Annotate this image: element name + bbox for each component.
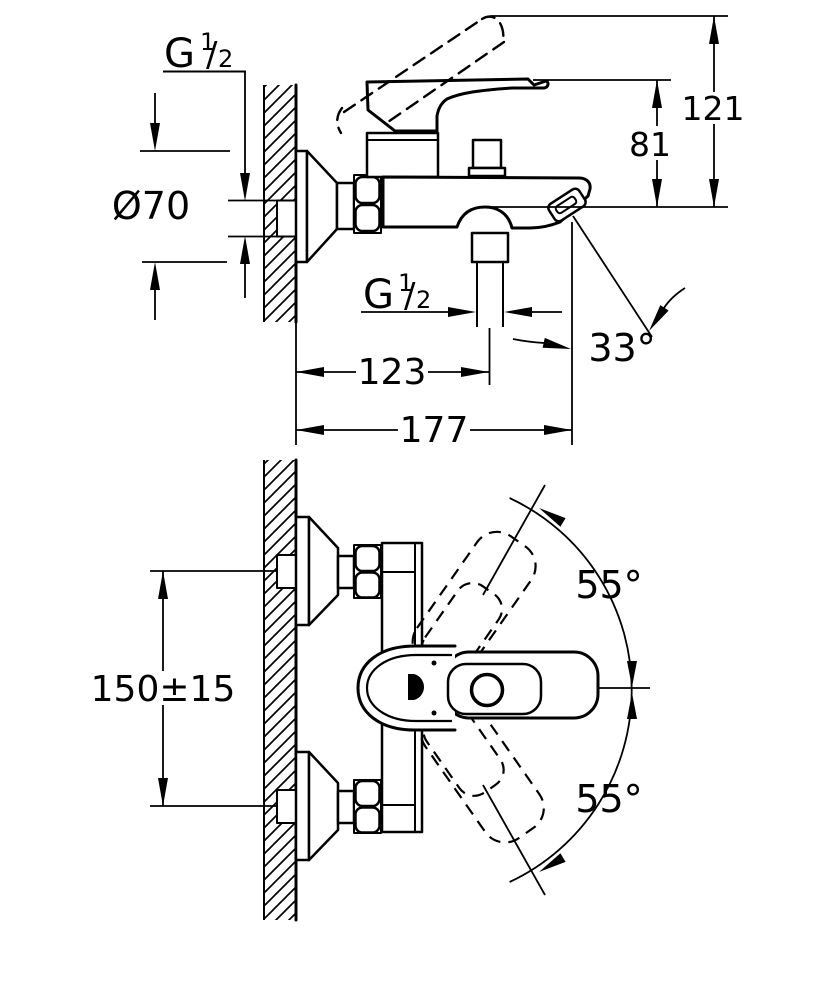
svg-text:2: 2 — [218, 45, 233, 73]
dim-height-81: 81 — [533, 79, 673, 207]
label-height-121: 121 — [682, 89, 745, 128]
hex-nut-side — [353, 174, 382, 234]
label-height-81: 81 — [629, 125, 671, 164]
cartridge-housing-side — [365, 131, 440, 179]
dome-dot-bottom — [431, 710, 437, 716]
label-reach-123: 123 — [358, 352, 427, 393]
label-thread-wall: G — [164, 31, 195, 77]
svg-text:1: 1 — [398, 269, 413, 297]
hex-nut-top-front — [353, 544, 382, 599]
escutcheon-side — [294, 149, 339, 264]
wall-section-side — [263, 83, 298, 445]
label-swing-down-55: 55° — [575, 777, 642, 821]
diverter-knob — [467, 138, 507, 178]
wall-section-front — [263, 458, 298, 922]
label-angle-33: 33° — [588, 326, 655, 370]
svg-text:1: 1 — [200, 28, 215, 56]
svg-text:/: / — [404, 276, 416, 316]
lever-handle-side — [365, 77, 550, 133]
connector-adapter-top — [336, 554, 356, 590]
dim-angle-33: 33° — [512, 215, 686, 370]
aerator — [547, 187, 587, 223]
hex-nut-bottom-front — [353, 779, 382, 834]
dim-mount-150: 150±15 — [91, 570, 277, 807]
lever-button-circle — [469, 672, 505, 708]
label-thread-outlet: G — [363, 272, 394, 318]
dome-dot-top — [431, 660, 437, 666]
escutcheon-top-front — [294, 515, 340, 627]
cartridge-dome-front — [356, 644, 457, 732]
svg-text:/: / — [206, 35, 218, 75]
lever-handle-raised-dashed — [336, 15, 506, 135]
side-view: G 1 / 2 Ø70 121 — [112, 15, 745, 451]
supply-pipe-top — [276, 554, 298, 589]
mixer-body-spout — [381, 175, 592, 230]
wall-hatch-front — [264, 460, 296, 920]
dim-thread-outlet: G 1 / 2 — [361, 269, 562, 318]
front-view: 150±15 55° 55° — [91, 458, 650, 922]
label-reach-177: 177 — [400, 410, 469, 451]
label-swing-up-55: 55° — [575, 563, 642, 607]
label-mount-150: 150±15 — [91, 669, 236, 710]
svg-text:2: 2 — [416, 286, 431, 314]
dim-diameter-70: Ø70 — [112, 93, 230, 320]
connector-adapter-bottom — [336, 789, 356, 825]
escutcheon-bottom-front — [294, 750, 340, 862]
dim-swing-arc: 55° 55° — [482, 484, 650, 896]
shower-hose-outlet — [470, 231, 510, 327]
dim-reach-123: 123 — [296, 328, 491, 393]
label-diameter-70: Ø70 — [112, 184, 190, 228]
dim-height-121: 121 — [487, 15, 745, 208]
dim-reach-177: 177 — [296, 222, 573, 451]
dim-thread-wall: G 1 / 2 — [163, 28, 277, 298]
supply-pipe-bottom — [276, 789, 298, 824]
temperature-mark — [408, 674, 424, 700]
connector-adapter-side — [335, 181, 356, 231]
supply-pipe-side — [276, 199, 298, 238]
